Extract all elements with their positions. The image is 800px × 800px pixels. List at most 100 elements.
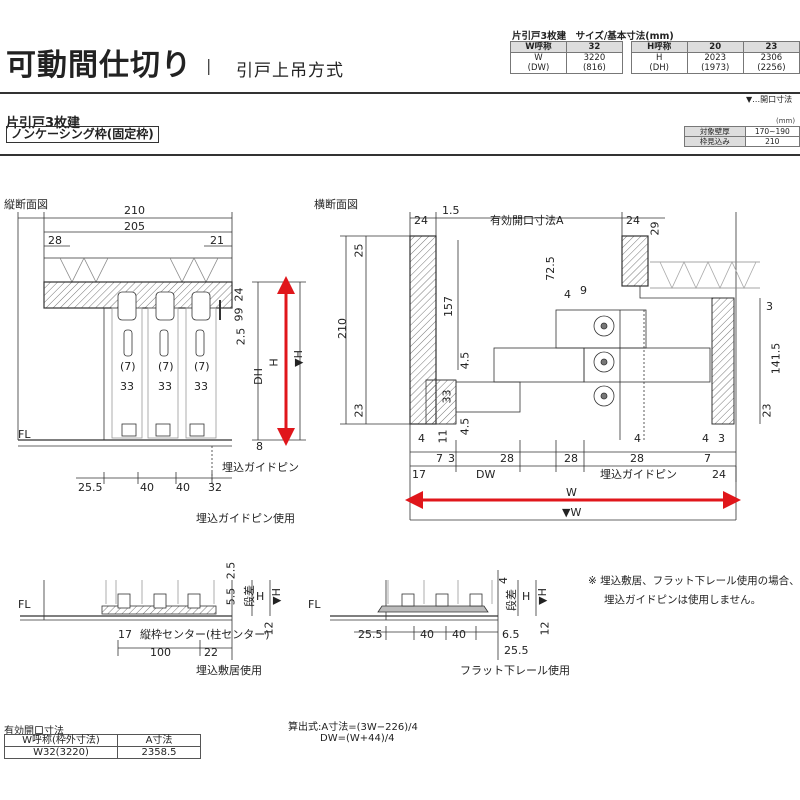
opening-row-w: W32(3220) <box>4 746 118 759</box>
dl-dim-h: H <box>256 590 265 603</box>
dim-dh: DH <box>251 368 265 385</box>
horizontal-section-drawing <box>340 212 761 521</box>
h-dim-72-5: 72.5 <box>543 256 557 281</box>
h-dim-4-mid: 4 <box>634 432 641 445</box>
frame-depth-value: 210 <box>744 136 800 147</box>
w-label: W <box>534 53 543 63</box>
dim-8: 8 <box>256 440 263 453</box>
dr-dim-40-b: 40 <box>452 628 466 641</box>
paren-7-c: (7) <box>194 360 210 373</box>
dim-205: 205 <box>124 220 145 233</box>
spec-table: W呼称 32 H呼称 20 23 W(DW) 3220(816) H(DH) 2… <box>510 41 800 74</box>
h-dim-25: 25 <box>352 243 366 258</box>
h-dim-4-5-b: 4.5 <box>458 417 472 436</box>
h-dim-3-left: 3 <box>448 452 455 465</box>
dim-40-b: 40 <box>176 481 190 494</box>
h-dim-4-right: 4 <box>702 432 709 445</box>
frame-center-label: 縦枠センター(柱センター) <box>140 628 270 641</box>
frame-type-label: ノンケーシング枠(固定枠) <box>6 126 159 143</box>
dr-dim-12: 12 <box>538 621 552 636</box>
h-dim-24-right: 24 <box>626 214 640 227</box>
opening-col-w: W呼称(枠外寸法) <box>4 734 118 747</box>
detail-right-drawing <box>330 570 537 660</box>
h-dim-157: 157 <box>442 296 455 317</box>
page-title: 可動間仕切り <box>6 48 192 83</box>
h-value-2-sub: (2256) <box>757 63 786 73</box>
fl-label-vertical: FL <box>18 428 31 441</box>
h-dim-28-c: 28 <box>630 452 644 465</box>
dr-dim-4: 4 <box>497 577 510 584</box>
h-dim-33: 33 <box>440 389 454 404</box>
dr-dim-h-arrow: ▼H <box>535 588 549 605</box>
h-dim-28-b: 28 <box>564 452 578 465</box>
guide-pin-label-vertical: 埋込ガイドピン <box>222 461 299 474</box>
h-dim-24-bottom: 24 <box>712 468 726 481</box>
h-dim-7-left: 7 <box>436 452 443 465</box>
dim-h-arrow: ▼H <box>291 350 305 367</box>
formula: 算出式:A寸法=(3W−226)/4 DW=(W+44)/4 <box>288 722 418 744</box>
h-dim-4-top: 4 <box>564 288 571 301</box>
dr-dim-40-a: 40 <box>420 628 434 641</box>
h-dim-3-top: 3 <box>766 300 773 313</box>
h-value-1: 2023 <box>704 53 727 63</box>
detail-left-caption: 埋込敷居使用 <box>196 664 262 677</box>
h-dim-24-left: 24 <box>414 214 428 227</box>
fl-label-detail-left: FL <box>18 598 31 611</box>
dl-dim-12: 12 <box>262 621 276 636</box>
h-dim-w-arrow: ▼W <box>562 506 582 519</box>
dim-33-c: 33 <box>194 380 208 393</box>
dl-dim-100: 100 <box>150 646 171 659</box>
h-dim-23-left: 23 <box>352 403 366 418</box>
h-dim-11: 11 <box>436 429 450 444</box>
w-label-sub: (DW) <box>527 63 550 73</box>
dr-dim-25-5-b: 25.5 <box>504 644 529 657</box>
dim-32: 32 <box>208 481 222 494</box>
dl-dim-h-arrow: ▼H <box>269 588 283 605</box>
dim-40-a: 40 <box>140 481 154 494</box>
h-label-sub: (DH) <box>649 63 669 73</box>
opening-table-title: 有効開口寸法 <box>4 726 64 737</box>
dl-dim-5-5: 5.5 <box>224 587 238 606</box>
h-dim-28-a: 28 <box>500 452 514 465</box>
usage-note-line2: 埋込ガイドピンは使用しません。 <box>604 594 762 606</box>
unit-label: (mm) <box>776 117 796 125</box>
dim-99: 99 <box>232 307 246 322</box>
formula-line1: 算出式:A寸法=(3W−226)/4 <box>288 722 418 733</box>
dim-21: 21 <box>210 234 224 247</box>
dl-step: 段差 <box>243 585 256 607</box>
dr-dim-25-5: 25.5 <box>358 628 383 641</box>
horizontal-section-title: 横断面図 <box>314 198 358 211</box>
h-dim-7-right: 7 <box>704 452 711 465</box>
guide-pin-label-horizontal: 埋込ガイドピン <box>600 468 677 481</box>
dim-24-vert: 24 <box>232 287 246 302</box>
h-dim-4-5-a: 4.5 <box>458 351 472 370</box>
detail-left-drawing <box>20 580 271 660</box>
dim-28: 28 <box>48 234 62 247</box>
h-dim-9: 9 <box>580 284 587 297</box>
section-title: 片引戸3枚建 <box>6 116 81 131</box>
dim-33-b: 33 <box>158 380 172 393</box>
vertical-section-drawing <box>17 212 306 484</box>
header-divider <box>0 92 800 94</box>
detail-right-caption: フラット下レール使用 <box>460 664 570 677</box>
h-dim-29: 29 <box>648 221 662 236</box>
h-dim-1-5: 1.5 <box>442 204 460 217</box>
dr-step: 段差 <box>505 589 518 611</box>
h-dim-dw: DW <box>476 468 496 481</box>
h-dim-141-5: 141.5 <box>769 342 783 375</box>
h-dim-210: 210 <box>336 318 349 339</box>
h-dim-17: 17 <box>412 468 426 481</box>
opening-legend: ▼…開口寸法 <box>746 95 793 104</box>
spec-table-caption: 片引戸3枚建 サイズ/基本寸法(mm) <box>512 31 674 42</box>
dr-dim-h: H <box>522 590 531 603</box>
usage-note-line1: ※ 埋込敷居、フラット下レール使用の場合、 <box>588 575 800 587</box>
opening-row-a: 2358.5 <box>117 746 201 759</box>
dl-dim-17: 17 <box>118 628 132 641</box>
h-value-1-sub: (1973) <box>701 63 730 73</box>
dl-dim-2-5: 2.5 <box>224 561 238 580</box>
fl-label-detail-right: FL <box>308 598 321 611</box>
vertical-section-caption: 埋込ガイドピン使用 <box>196 512 295 525</box>
vertical-section-title: 縦断面図 <box>4 198 48 211</box>
